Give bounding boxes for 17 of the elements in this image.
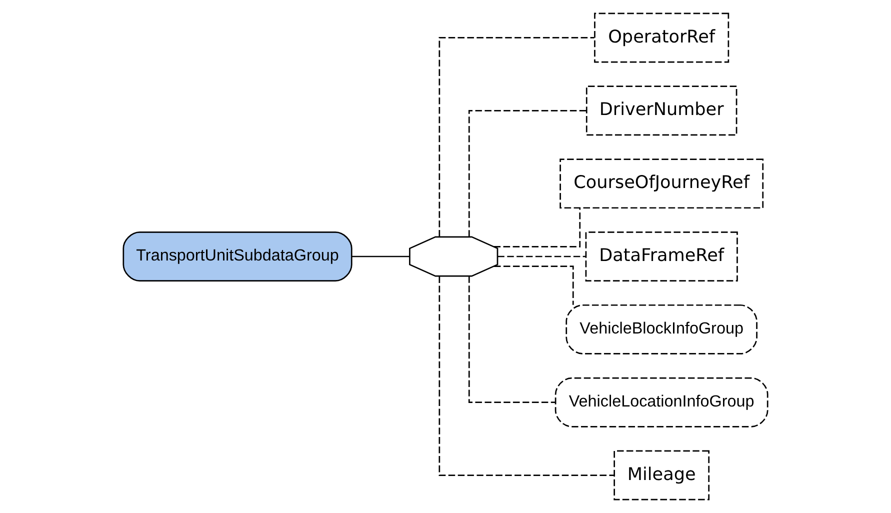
connector	[438, 37, 594, 237]
node-box: Mileage	[614, 450, 710, 500]
node-box: VehicleLocationInfoGroup	[554, 377, 768, 428]
node-box: TransportUnitSubdataGroup	[122, 232, 352, 282]
connector	[494, 208, 581, 248]
connector	[468, 110, 587, 237]
node-box: DriverNumber	[586, 86, 738, 136]
connector	[494, 266, 574, 305]
node-box: VehicleBlockInfoGroup	[566, 304, 758, 354]
node-box: DataFrameRef	[585, 232, 738, 282]
node-octagon	[409, 236, 498, 277]
connector	[468, 276, 556, 404]
connector	[438, 276, 614, 476]
connector	[498, 256, 586, 258]
node-box: OperatorRef	[594, 12, 730, 63]
node-box: CourseOfJourneyRef	[560, 158, 764, 209]
connector	[352, 256, 410, 258]
